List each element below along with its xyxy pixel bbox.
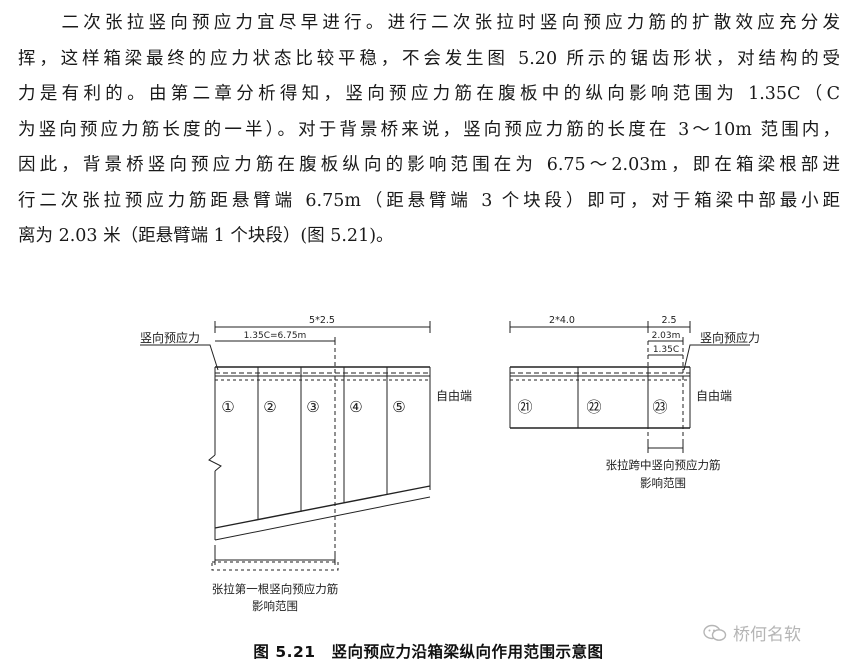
left-range-label-1: 张拉第一根竖向预应力筋 xyxy=(212,582,339,596)
segment-label: ① xyxy=(221,398,234,416)
figure-caption: 图 5.21 竖向预应力沿箱梁纵向作用范围示意图 xyxy=(253,643,604,661)
paragraph-line: 力是有利的。由第二章分析得知，竖向预应力筋在腹板中的纵向影响范围为 1.35C（… xyxy=(18,84,840,104)
right-free-end-label: 自由端 xyxy=(696,389,732,403)
watermark: 桥何名软 xyxy=(703,620,801,645)
segment-label: ③ xyxy=(306,398,319,416)
segment-label: ㉑ xyxy=(517,398,532,416)
right-dim-inner-label: 2.03m xyxy=(652,331,681,341)
paragraph-line: 离为 2.03 米（距悬臂端 1 个块段）(图 5.21)。 xyxy=(18,226,394,246)
right-dim-inner-label-2: 1.35C xyxy=(653,345,679,355)
segment-label: ② xyxy=(263,398,276,416)
segment-label: ㉓ xyxy=(652,398,667,416)
right-diagram xyxy=(509,321,750,453)
right-range-label-2: 影响范围 xyxy=(640,476,686,490)
right-tendon-label: 竖向预应力 xyxy=(700,330,760,345)
segment-label: ⑤ xyxy=(392,398,405,416)
wechat-icon xyxy=(703,624,727,641)
right-dim-top-right-label: 2.5 xyxy=(661,315,676,326)
left-range-label-2: 影响范围 xyxy=(252,599,298,613)
segment-label: ㉒ xyxy=(586,398,601,416)
segment-label: ④ xyxy=(349,398,362,416)
paragraph-line: 因此，背景桥竖向预应力筋在腹板纵向的影响范围在为 6.75～2.03m，即在箱梁… xyxy=(18,155,840,175)
right-range-label-1: 张拉跨中竖向预应力筋 xyxy=(606,458,721,472)
left-free-end-label: 自由端 xyxy=(436,389,472,403)
left-tendon-label: 竖向预应力 xyxy=(140,330,200,345)
paragraph-line: 为竖向预应力筋长度的一半）。对于背景桥来说，竖向预应力筋的长度在 3～10m 范… xyxy=(18,119,840,140)
left-diagram xyxy=(140,321,431,571)
paragraph-line: 二次张拉竖向预应力宜尽早进行。进行二次张拉时竖向预应力筋的扩散效应充分发 xyxy=(18,13,840,33)
right-dim-top-left-label: 2*4.0 xyxy=(549,315,575,326)
paragraph-line: 挥，这样箱梁最终的应力状态比较平稳，不会发生图 5.20 所示的锯齿形状，对结构… xyxy=(18,48,840,69)
left-dim-inner-label: 1.35C=6.75m xyxy=(244,331,307,341)
tendon-leader xyxy=(140,344,219,371)
paragraph-line: 行二次张拉预应力筋距悬臂端 6.75m（距悬臂端 3 个块段）即可，对于箱梁中部… xyxy=(18,190,840,211)
left-dim-top-label: 5*2.5 xyxy=(309,315,335,326)
body-paragraph: 二次张拉竖向预应力宜尽早进行。进行二次张拉时竖向预应力筋的扩散效应充分发 挥，这… xyxy=(18,6,840,255)
watermark-text: 桥何名软 xyxy=(733,625,801,645)
